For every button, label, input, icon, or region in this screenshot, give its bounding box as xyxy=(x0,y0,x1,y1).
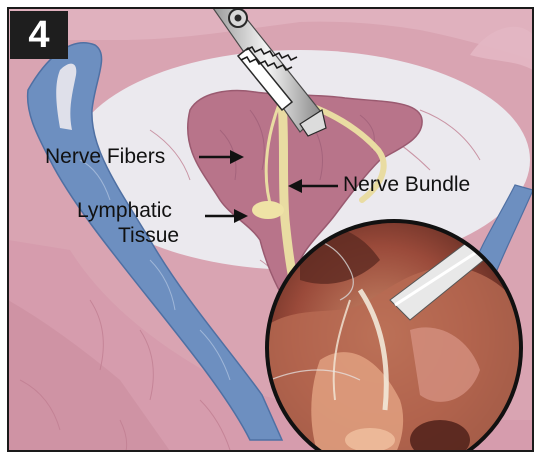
step-number-badge: 4 xyxy=(10,11,68,59)
lymphatic-tissue-label-line2: Tissue xyxy=(118,225,179,247)
lymphatic-tissue-label-line1: Lymphatic xyxy=(77,200,172,222)
lymphatic-tissue xyxy=(252,201,284,219)
nerve-fibers-label: Nerve Fibers xyxy=(45,146,165,168)
nerve-bundle-label: Nerve Bundle xyxy=(343,174,470,196)
